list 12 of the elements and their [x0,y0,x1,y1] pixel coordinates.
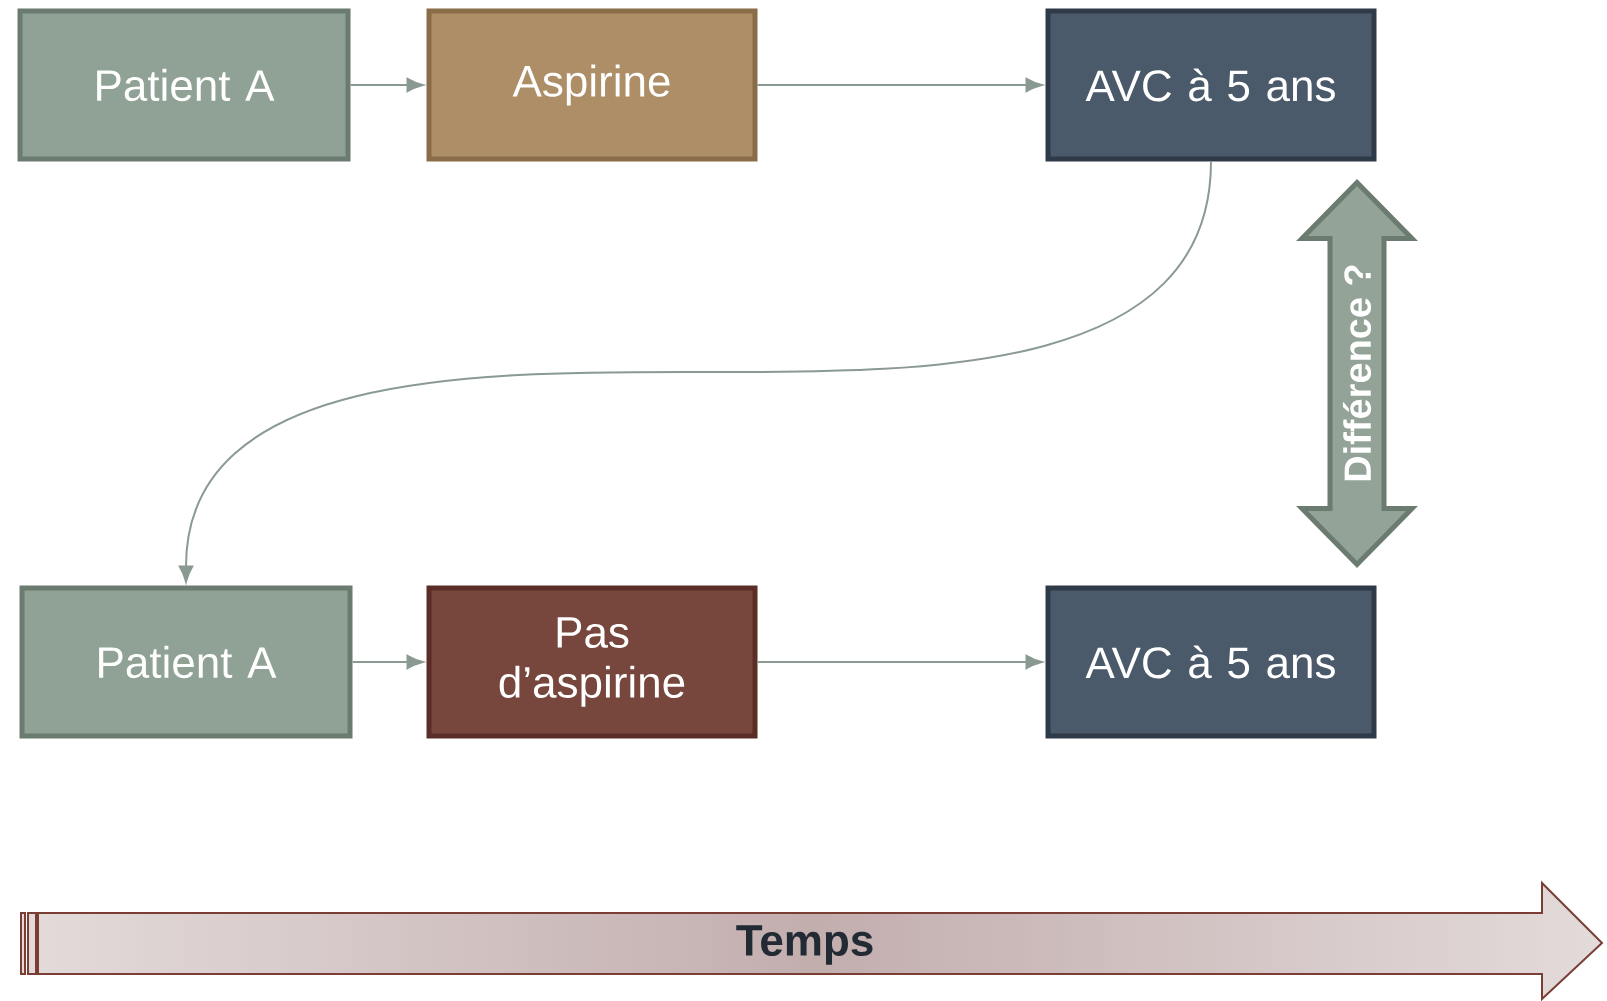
process-box: Patient A [19,585,353,739]
process-box: AVC à 5 ans [1045,8,1377,162]
arrow [349,77,424,93]
arrow [351,654,424,670]
arrow [756,77,1043,93]
arrow [178,160,1212,583]
process-box: AVC à 5 ans [1045,585,1377,739]
process-box: Pas d’aspirine [426,585,758,739]
process-box: Aspirine [426,8,758,162]
process-box: Patient A [17,8,351,162]
arrow [756,654,1043,670]
edge-label: Différence ? [1342,265,1372,481]
